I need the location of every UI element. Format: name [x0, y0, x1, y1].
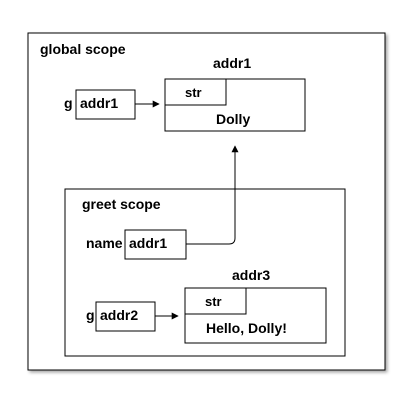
greet-var-g-name: g: [86, 307, 95, 323]
addr1-type-box: [164, 78, 227, 106]
addr3-label: addr3: [232, 267, 270, 283]
global-var-g-value: addr1: [80, 95, 118, 111]
greet-var-g-value: addr2: [100, 307, 138, 323]
addr3-value: Hello, Dolly!: [206, 320, 287, 336]
global-var-g-box: [75, 89, 136, 120]
addr3-type-box: [184, 287, 247, 315]
addr1-type: str: [185, 85, 202, 100]
addr3-type: str: [205, 294, 222, 309]
greet-var-g-box: [95, 301, 156, 332]
greet-var-name-name: name: [86, 235, 123, 251]
addr1-value: Dolly: [216, 111, 250, 127]
greet-scope-label: greet scope: [82, 196, 161, 212]
global-var-g-name: g: [64, 95, 73, 111]
global-scope-label: global scope: [40, 41, 126, 57]
arrow-name-to-addr1: [186, 145, 239, 245]
addr1-label: addr1: [213, 55, 251, 71]
greet-var-name-value: addr1: [129, 235, 167, 251]
